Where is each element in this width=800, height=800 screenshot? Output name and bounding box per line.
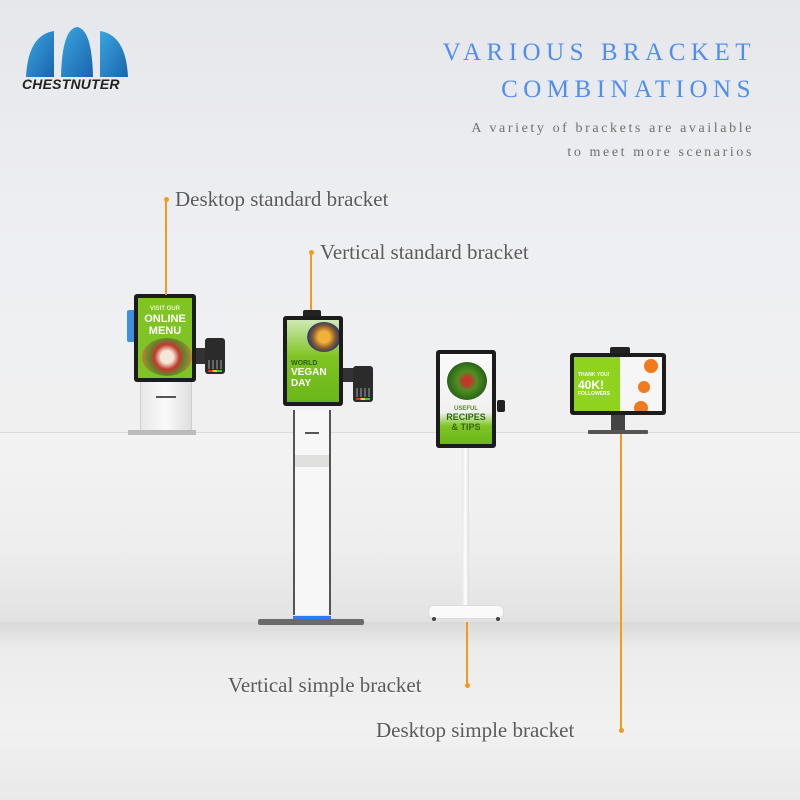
orange-icon [644, 359, 658, 373]
pos-terminal [205, 338, 225, 374]
monitor-neck [611, 415, 625, 431]
subtitle-line-2: to meet more scenarios [567, 145, 754, 160]
subtitle-line-1: A variety of brackets are available [471, 121, 754, 136]
wall-backdrop [0, 432, 800, 622]
screen-frame: VISIT OUR ONLINE MENU [134, 294, 196, 382]
label-vertical-simple: Vertical simple bracket [228, 673, 422, 697]
title-line-1: VARIOUS BRACKET [442, 39, 756, 66]
brand-name: CHESTNUTER [22, 76, 120, 92]
page-subtitle: A variety of brackets are available to m… [471, 117, 754, 165]
leader-line-desktop-standard [165, 199, 167, 295]
screen-vegan-day: WORLD VEGAN DAY [287, 320, 339, 402]
orange-icon [634, 401, 648, 411]
leader-line-desktop-simple [620, 434, 622, 730]
monitor-foot [588, 430, 648, 434]
stand-pole [462, 446, 469, 608]
screen-online-menu: VISIT OUR ONLINE MENU [138, 298, 192, 378]
leader-line-vertical-simple [466, 622, 468, 685]
orange-icon [638, 381, 650, 393]
page-title: VARIOUS BRACKET COMBINATIONS [443, 34, 756, 108]
floor [0, 622, 800, 800]
screen-frame: USEFUL RECIPES & TIPS [436, 350, 496, 448]
floor-base [258, 619, 364, 625]
food-bowl-image [142, 338, 192, 376]
kiosk-base [140, 375, 192, 431]
screen-frame: THANK YOU! 40K! FOLLOWERS [570, 353, 666, 415]
label-desktop-simple: Desktop simple bracket [376, 718, 575, 742]
camera [303, 310, 321, 318]
chestnuter-logo-icon [26, 27, 128, 77]
screen-frame: WORLD VEGAN DAY [283, 316, 343, 406]
stand-base [428, 605, 504, 619]
leader-dot [619, 728, 624, 733]
label-desktop-standard: Desktop standard bracket [175, 187, 389, 211]
label-vertical-standard: Vertical standard bracket [320, 240, 529, 264]
title-line-2: COMBINATIONS [501, 76, 756, 103]
blue-light [293, 616, 331, 620]
pos-terminal [353, 366, 373, 402]
screen-recipes-tips: USEFUL RECIPES & TIPS [440, 354, 492, 444]
food-bowl-image [307, 322, 339, 352]
leader-line-vertical-standard [310, 252, 312, 310]
leader-dot [465, 683, 470, 688]
kiosk-pillar [293, 410, 331, 615]
salad-bowl-image [447, 362, 487, 400]
side-light [127, 310, 135, 342]
screen-thank-you: THANK YOU! 40K! FOLLOWERS [574, 357, 662, 411]
camera [610, 347, 630, 354]
